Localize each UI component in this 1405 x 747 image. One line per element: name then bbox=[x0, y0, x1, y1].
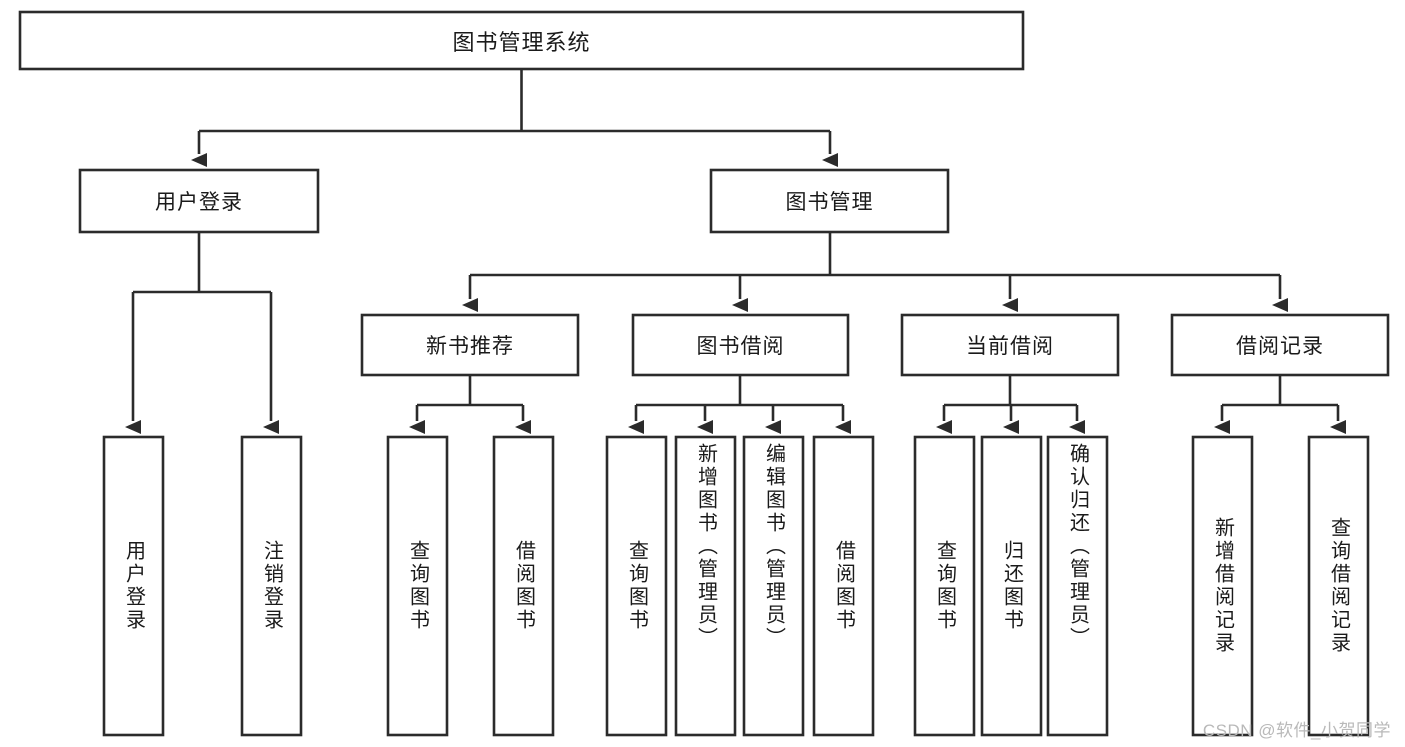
node-root-box[interactable] bbox=[18, 10, 1025, 71]
leaf-box-bb-add[interactable] bbox=[674, 435, 737, 737]
node-new-book-box[interactable] bbox=[360, 313, 580, 377]
leaf-box-bb-borrow[interactable] bbox=[812, 435, 875, 737]
node-current-borrow-box[interactable] bbox=[900, 313, 1120, 377]
leaf-box-br-query[interactable] bbox=[1307, 435, 1370, 737]
node-user-login-box[interactable] bbox=[78, 168, 320, 234]
leaf-box-nb-query[interactable] bbox=[386, 435, 449, 737]
node-borrow-record-box[interactable] bbox=[1170, 313, 1390, 377]
leaf-box-cb-confirm[interactable] bbox=[1046, 435, 1109, 737]
leaf-box-logout[interactable] bbox=[240, 435, 303, 737]
leaf-box-bb-edit[interactable] bbox=[742, 435, 805, 737]
node-book-manage-box[interactable] bbox=[709, 168, 950, 234]
leaf-box-cb-query[interactable] bbox=[913, 435, 976, 737]
leaf-box-cb-return[interactable] bbox=[980, 435, 1043, 737]
leaf-box-br-add[interactable] bbox=[1191, 435, 1254, 737]
leaf-box-bb-query[interactable] bbox=[605, 435, 668, 737]
node-book-borrow-box[interactable] bbox=[631, 313, 850, 377]
leaf-box-user-login[interactable] bbox=[102, 435, 165, 737]
leaf-box-nb-borrow[interactable] bbox=[492, 435, 555, 737]
